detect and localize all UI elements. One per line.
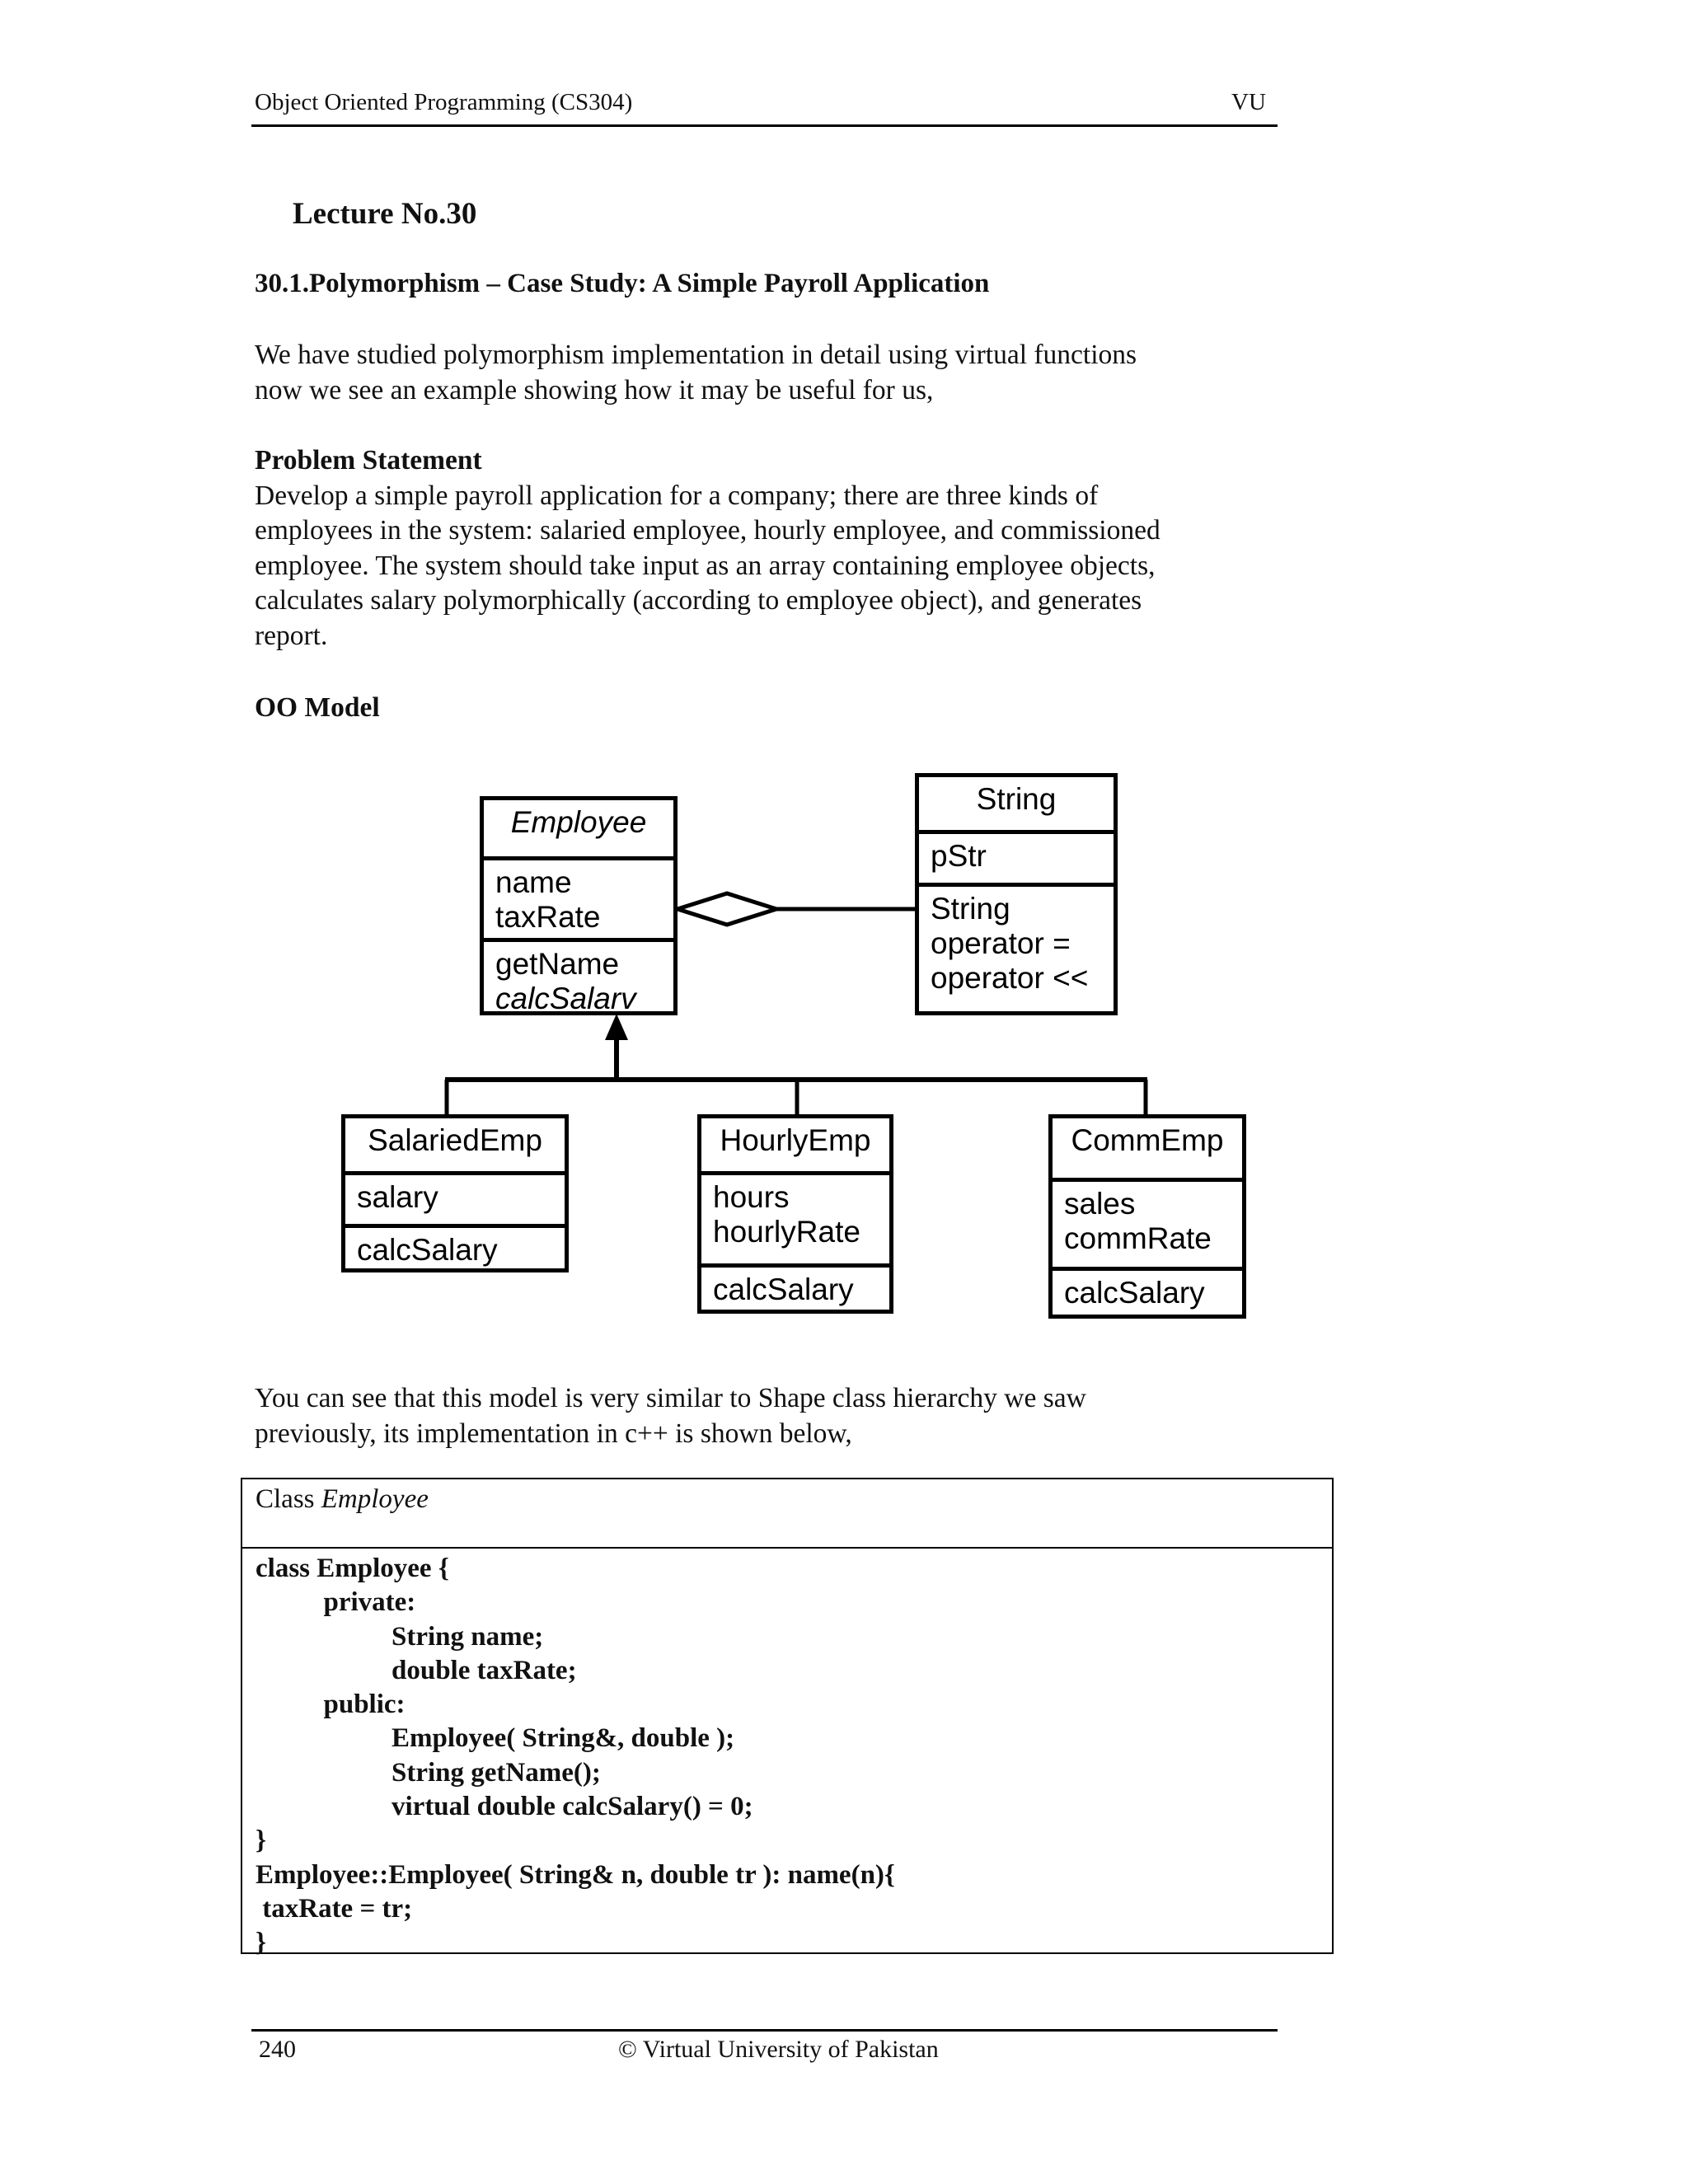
code-table: Class Employee class Employee { private:…: [241, 1478, 1334, 1957]
oo-model-heading: OO Model: [255, 692, 380, 723]
footer-copyright: © Virtual University of Pakistan: [618, 2036, 939, 2063]
aggregation-diamond: [670, 891, 784, 927]
uml-class-employee: Employee name taxRate getName calcSalarv: [480, 796, 678, 1015]
uml-attribute: commRate: [1064, 1221, 1212, 1255]
code-line: }: [256, 1928, 267, 1958]
uml-attributes: name taxRate: [484, 856, 673, 938]
uml-methods: calcSalary: [345, 1224, 565, 1272]
uml-methods: calcSalary: [1053, 1267, 1242, 1315]
after-line: You can see that this model is very simi…: [255, 1383, 1086, 1413]
code-line: String getName();: [256, 1757, 601, 1788]
uml-method: operator <<: [931, 961, 1089, 995]
uml-class-name: String: [976, 782, 1057, 816]
uml-methods: getName calcSalarv: [484, 938, 673, 1021]
uml-attribute: salary: [357, 1180, 438, 1214]
code-table-caption: Class Employee: [242, 1479, 1332, 1549]
header-divider: [251, 124, 1278, 127]
code-line: }: [256, 1825, 267, 1856]
problem-heading: Problem Statement: [255, 445, 482, 476]
uml-method: operator =: [931, 926, 1071, 960]
code-line: virtual double calcSalary() = 0;: [256, 1792, 753, 1822]
section-title: 30.1.Polymorphism – Case Study: A Simple…: [255, 269, 990, 298]
uml-methods: calcSalary: [701, 1263, 889, 1312]
uml-method: getName: [495, 947, 620, 981]
intro-line: We have studied polymorphism implementat…: [255, 340, 1137, 370]
code-line: class Employee {: [256, 1554, 449, 1583]
page-number: 240: [259, 2036, 296, 2063]
footer-divider: [251, 2029, 1278, 2032]
uml-attributes: pStr: [919, 830, 1114, 883]
code-line: Employee( String&, double );: [256, 1723, 735, 1754]
intro-line: now we see an example showing how it may…: [255, 374, 934, 405]
code-line: private:: [256, 1587, 416, 1618]
code-line: String name;: [256, 1621, 544, 1652]
uml-method-abstract: calcSalarv: [495, 982, 636, 1015]
code-caption-prefix: Class: [256, 1484, 321, 1514]
problem-line: report.: [255, 620, 328, 651]
uml-methods: String operator = operator <<: [919, 883, 1114, 1001]
code-line: Employee::Employee( String& n, double tr…: [256, 1859, 895, 1890]
header-course-title: Object Oriented Programming (CS304): [255, 89, 633, 115]
code-caption-class-name: Employee: [321, 1484, 429, 1514]
uml-attribute: name: [495, 865, 572, 899]
problem-line: calculates salary polymorphically (accor…: [255, 585, 1142, 616]
uml-attribute: sales: [1064, 1187, 1136, 1221]
uml-attributes: salary: [345, 1171, 565, 1224]
problem-line: employees in the system: salaried employ…: [255, 515, 1160, 546]
after-line: previously, its implementation in c++ is…: [255, 1418, 852, 1449]
uml-attribute: hourlyRate: [713, 1215, 860, 1249]
code-line: taxRate = tr;: [256, 1893, 413, 1924]
intro-paragraph: We have studied polymorphism implementat…: [255, 338, 1293, 408]
code-line: double taxRate;: [256, 1655, 577, 1685]
uml-attribute: pStr: [931, 839, 987, 873]
code-block: class Employee { private: String name; d…: [242, 1549, 1332, 1964]
uml-method: String: [931, 892, 1010, 926]
problem-line: employee. The system should take input a…: [255, 550, 1156, 581]
after-diagram-paragraph: You can see that this model is very simi…: [255, 1381, 1293, 1451]
uml-method: calcSalary: [1064, 1276, 1205, 1310]
uml-attribute: hours: [713, 1180, 790, 1214]
inheritance-arrowhead: [605, 1014, 628, 1040]
uml-class-name: HourlyEmp: [720, 1123, 871, 1157]
uml-method: calcSalary: [357, 1233, 498, 1267]
lecture-title: Lecture No.30: [293, 197, 477, 231]
uml-attributes: hours hourlyRate: [701, 1171, 889, 1263]
problem-statement: Problem Statement Develop a simple payro…: [255, 443, 1293, 654]
uml-class-name: Employee: [510, 805, 647, 839]
uml-method: calcSalary: [713, 1272, 854, 1306]
uml-class-string: String pStr String operator = operator <…: [915, 773, 1118, 1015]
uml-class-name: SalariedEmp: [368, 1123, 542, 1157]
uml-attributes: sales commRate: [1053, 1178, 1242, 1267]
header-institution: VU: [1231, 89, 1266, 115]
uml-class-commemp: CommEmp sales commRate calcSalary: [1048, 1114, 1246, 1319]
code-line: public:: [256, 1690, 406, 1720]
problem-line: Develop a simple payroll application for…: [255, 480, 1099, 511]
uml-attribute: taxRate: [495, 900, 601, 934]
uml-class-hourlyemp: HourlyEmp hours hourlyRate calcSalary: [697, 1114, 893, 1314]
uml-class-salariedemp: SalariedEmp salary calcSalary: [341, 1114, 569, 1272]
uml-class-name: CommEmp: [1071, 1123, 1224, 1157]
